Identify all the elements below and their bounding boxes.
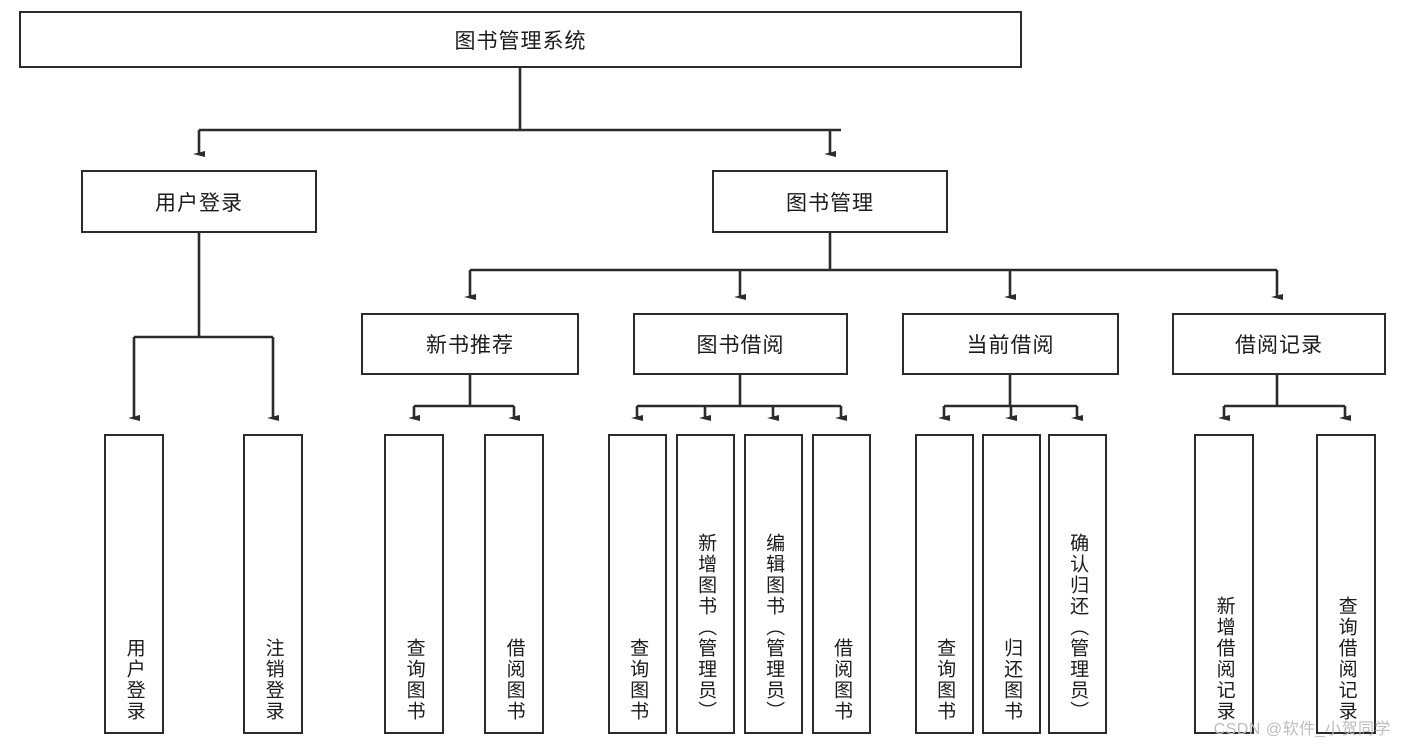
leaf-new-book-recommend-0[interactable]: 查询图书: [384, 434, 444, 734]
leaf-user-login-1[interactable]: 注销登录: [243, 434, 303, 734]
leaf-label: 借阅图书: [831, 638, 853, 722]
leaf-book-borrow-0[interactable]: 查询图书: [608, 434, 667, 734]
leaf-label: 查询图书: [934, 638, 956, 722]
leaf-label: 新增图书（管理员）: [695, 533, 717, 722]
leaf-book-borrow-2[interactable]: 编辑图书（管理员）: [744, 434, 803, 734]
node-root-label: 图书管理系统: [454, 29, 587, 53]
node-book-manage-label: 图书管理: [786, 191, 874, 215]
node-user-login[interactable]: 用户登录: [81, 170, 317, 233]
node-book-manage[interactable]: 图书管理: [712, 170, 948, 233]
leaf-borrow-record-1[interactable]: 查询借阅记录: [1316, 434, 1376, 734]
node-book-borrow[interactable]: 图书借阅: [633, 313, 848, 375]
leaf-label: 归还图书: [1001, 638, 1023, 722]
leaf-book-borrow-3[interactable]: 借阅图书: [812, 434, 871, 734]
node-book-borrow-label: 图书借阅: [696, 334, 785, 357]
node-borrow-record[interactable]: 借阅记录: [1172, 313, 1386, 375]
node-user-login-label: 用户登录: [155, 191, 243, 215]
leaf-label: 查询图书: [627, 638, 649, 722]
leaf-label: 新增借阅记录: [1213, 596, 1235, 722]
leaf-borrow-record-0[interactable]: 新增借阅记录: [1194, 434, 1254, 734]
leaf-label: 用户登录: [123, 638, 145, 722]
node-borrow-record-label: 借阅记录: [1235, 334, 1323, 357]
node-current-borrow-label: 当前借阅: [966, 334, 1055, 357]
leaf-book-borrow-1[interactable]: 新增图书（管理员）: [676, 434, 735, 734]
leaf-current-borrow-2[interactable]: 确认归还（管理员）: [1048, 434, 1107, 734]
leaf-user-login-0[interactable]: 用户登录: [104, 434, 164, 734]
leaf-label: 借阅图书: [503, 638, 525, 722]
watermark: CSDN @软件_小贺同学: [1213, 721, 1391, 738]
leaf-label: 确认归还（管理员）: [1067, 533, 1089, 722]
node-new-book-recommend-label: 新书推荐: [426, 334, 514, 357]
node-current-borrow[interactable]: 当前借阅: [902, 313, 1119, 375]
leaf-label: 查询借阅记录: [1335, 596, 1357, 722]
node-new-book-recommend[interactable]: 新书推荐: [361, 313, 579, 375]
leaf-label: 查询图书: [403, 638, 425, 722]
leaf-current-borrow-1[interactable]: 归还图书: [982, 434, 1041, 734]
leaf-label: 编辑图书（管理员）: [763, 533, 785, 722]
leaf-label: 注销登录: [262, 638, 284, 722]
node-root[interactable]: 图书管理系统: [19, 11, 1022, 68]
leaf-new-book-recommend-1[interactable]: 借阅图书: [484, 434, 544, 734]
leaf-current-borrow-0[interactable]: 查询图书: [915, 434, 974, 734]
